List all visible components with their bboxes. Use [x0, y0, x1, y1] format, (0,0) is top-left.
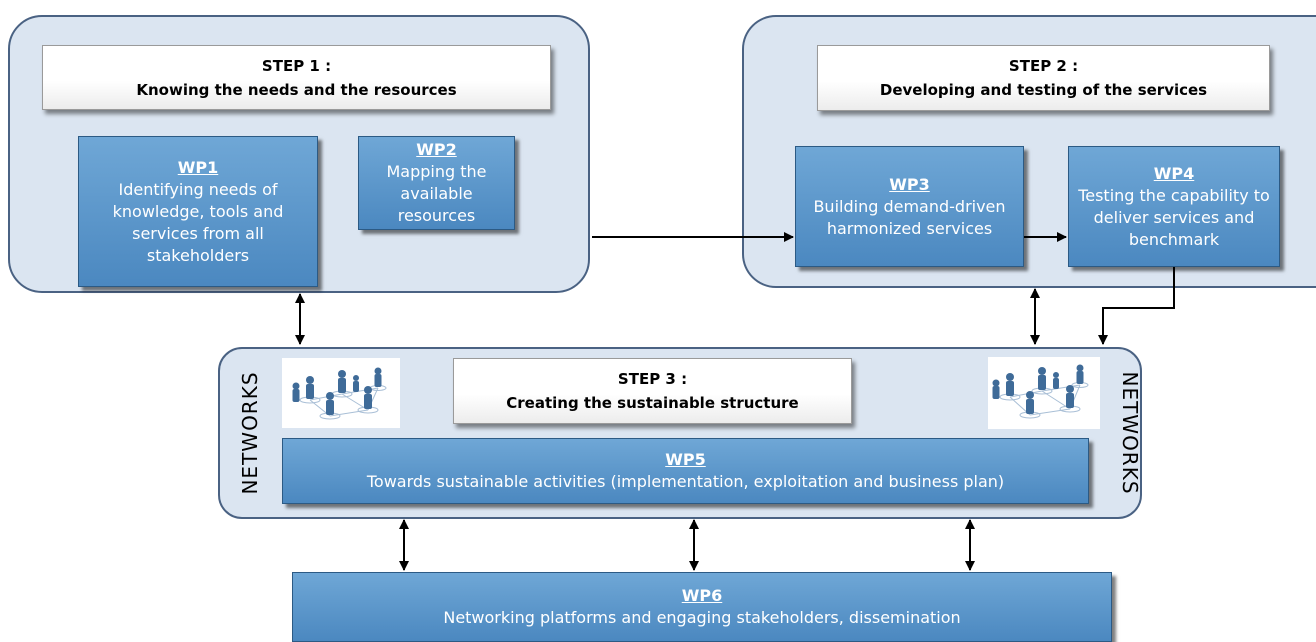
- people-network-icon: [988, 357, 1100, 429]
- wp6-box: WP6 Networking platforms and engaging st…: [292, 572, 1112, 642]
- wp6-description: Networking platforms and engaging stakeh…: [443, 608, 961, 627]
- wp2-description: Mapping the available resources: [386, 162, 487, 225]
- step2-title: STEP 2 : Developing and testing of the s…: [817, 45, 1270, 111]
- step1-title: STEP 1 : Knowing the needs and the resou…: [42, 45, 551, 110]
- wp6-code: WP6: [681, 586, 723, 605]
- step2-subtitle: Developing and testing of the services: [879, 81, 1208, 99]
- step2-heading: STEP 2 :: [1008, 57, 1079, 75]
- wp4-box: WP4 Testing the capability to deliver se…: [1068, 146, 1280, 267]
- wp5-code: WP5: [665, 450, 706, 469]
- people-network-icon: [282, 358, 400, 428]
- networks-label-right: NETWORKS: [1118, 371, 1142, 495]
- wp2-box: WP2 Mapping the available resources: [358, 136, 515, 230]
- wp4-description: Testing the capability to deliver servic…: [1078, 185, 1270, 249]
- step3-heading: STEP 3 :: [617, 370, 688, 388]
- networks-label-left: NETWORKS: [238, 371, 262, 495]
- wp3-code: WP3: [889, 174, 930, 194]
- wp5-box: WP5 Towards sustainable activities (impl…: [282, 438, 1089, 504]
- wp1-code: WP1: [177, 157, 219, 177]
- step1-subtitle: Knowing the needs and the resources: [136, 80, 457, 99]
- step1-heading: STEP 1 :: [261, 56, 332, 75]
- wp1-box: WP1 Identifying needs of knowledge, tool…: [78, 136, 318, 287]
- wp3-description: Building demand-driven harmonized servic…: [813, 196, 1006, 238]
- wp3-box: WP3 Building demand-driven harmonized se…: [795, 146, 1024, 267]
- step3-subtitle: Creating the sustainable structure: [506, 394, 799, 412]
- wp2-code: WP2: [416, 140, 457, 159]
- wp5-description: Towards sustainable activities (implemen…: [366, 472, 1005, 491]
- step3-title: STEP 3 : Creating the sustainable struct…: [453, 358, 852, 424]
- wp4-code: WP4: [1153, 163, 1195, 183]
- wp1-description: Identifying needs of knowledge, tools an…: [112, 179, 284, 265]
